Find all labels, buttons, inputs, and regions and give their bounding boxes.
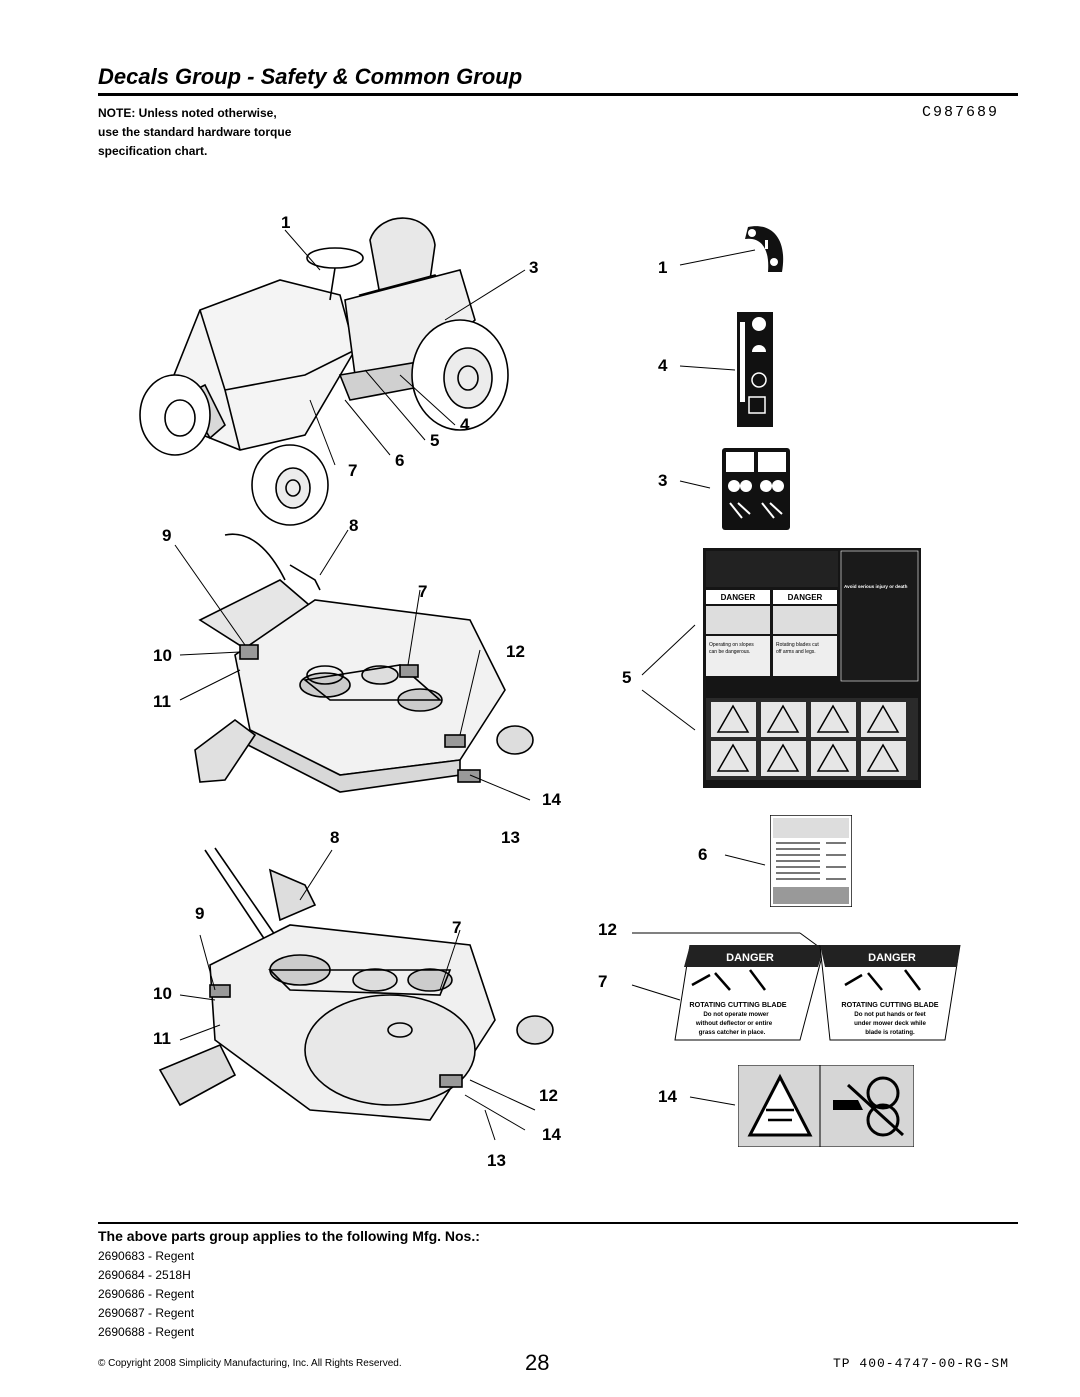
document-code: TP 400-4747-00-RG-SM xyxy=(833,1356,1010,1371)
list-item: 2690688 - Regent xyxy=(98,1325,195,1339)
callout-label: 5 xyxy=(622,668,632,687)
decal-leader-lines xyxy=(631,249,831,1106)
danger-right-line: under mower deck while xyxy=(854,1020,926,1027)
callout-label: 12 xyxy=(539,1086,558,1105)
callout-label: 8 xyxy=(330,828,340,847)
safety-avoid-text: Avoid serious injury or death xyxy=(844,584,908,589)
callout-label: 6 xyxy=(698,845,708,864)
safety-danger-label: DANGER xyxy=(788,593,823,602)
mower-deck-upper-illustration xyxy=(174,529,534,801)
applies-rule xyxy=(98,1222,1018,1224)
list-item: 2690686 - Regent xyxy=(98,1287,195,1301)
danger-left-line: grass catcher in place. xyxy=(699,1029,766,1036)
rotating-blade-danger-decals: DANGER DANGER ROTATING CUTTING BLADE Do … xyxy=(674,945,961,1041)
list-item: 2690687 - Regent xyxy=(98,1306,195,1320)
blade-hazard-decal xyxy=(738,1065,914,1147)
callout-label: 4 xyxy=(658,356,668,375)
deck-info-label-decal xyxy=(770,815,852,907)
callout-label: 1 xyxy=(281,213,291,232)
safety-blades-text: Rotating blades cut xyxy=(776,642,819,648)
fuel-gauge-decal xyxy=(737,312,773,427)
callout-label: 7 xyxy=(348,461,358,480)
callout-label: 8 xyxy=(349,516,359,535)
safety-warning-decal: DANGER DANGER Operating on slopes can be… xyxy=(703,548,921,788)
control-panel-decal xyxy=(722,448,790,530)
callout-label: 4 xyxy=(460,415,470,434)
callout-label: 7 xyxy=(452,918,462,937)
callout-label: 10 xyxy=(153,984,172,1003)
callout-label: 12 xyxy=(506,642,525,661)
applies-heading: The above parts group applies to the fol… xyxy=(98,1228,480,1244)
callout-label: 11 xyxy=(153,1029,171,1048)
tractor-illustration xyxy=(139,217,526,526)
callout-label: 7 xyxy=(598,972,608,991)
page-number: 28 xyxy=(525,1350,550,1375)
callout-label: 10 xyxy=(153,646,172,665)
torque-note: NOTE: Unless noted otherwise, use the st… xyxy=(98,104,291,161)
note-line: specification chart. xyxy=(98,144,208,158)
danger-right-line: blade is rotating. xyxy=(865,1029,915,1036)
diagram-code: C987689 xyxy=(922,104,1000,121)
page-title: Decals Group - Safety & Common Group xyxy=(98,64,523,89)
safety-slope-text: can be dangerous. xyxy=(709,649,750,655)
list-item: 2690683 - Regent xyxy=(98,1249,195,1263)
safety-danger-label: DANGER xyxy=(721,593,756,602)
danger-header: DANGER xyxy=(726,952,774,964)
danger-left-line: without deflector or entire xyxy=(695,1020,773,1027)
callout-label: 9 xyxy=(195,904,205,923)
danger-right-line: Do not put hands or feet xyxy=(854,1011,926,1018)
callout-label: 9 xyxy=(162,526,172,545)
copyright-text: © Copyright 2008 Simplicity Manufacturin… xyxy=(98,1358,402,1369)
callout-label: 3 xyxy=(658,471,668,490)
callout-label: 14 xyxy=(542,790,561,809)
title-rule xyxy=(98,93,1018,96)
callout-label: 6 xyxy=(395,451,405,470)
callout-label: 14 xyxy=(542,1125,561,1144)
ignition-decal xyxy=(745,226,784,272)
callout-label: 14 xyxy=(658,1087,677,1106)
callout-label: 5 xyxy=(430,431,440,450)
danger-right-line: ROTATING CUTTING BLADE xyxy=(841,1000,938,1009)
callout-label: 13 xyxy=(501,828,520,847)
callout-label: 13 xyxy=(487,1151,506,1170)
note-line: NOTE: Unless noted otherwise, xyxy=(98,106,277,120)
callout-label: 1 xyxy=(658,258,668,277)
callout-label: 12 xyxy=(598,920,617,939)
list-item: 2690684 - 2518H xyxy=(98,1268,191,1282)
mfg-number-list: 2690683 - Regent 2690684 - 2518H 2690686… xyxy=(98,1247,194,1342)
safety-blades-text: off arms and legs. xyxy=(776,649,816,655)
callout-label: 3 xyxy=(529,258,539,277)
danger-left-line: ROTATING CUTTING BLADE xyxy=(689,1000,786,1009)
callout-label: 11 xyxy=(153,692,171,711)
safety-slope-text: Operating on slopes xyxy=(709,642,754,648)
callout-label: 7 xyxy=(418,582,428,601)
mower-deck-lower-illustration xyxy=(158,847,554,1141)
note-line: use the standard hardware torque xyxy=(98,125,292,139)
danger-left-line: Do not operate mower xyxy=(703,1011,769,1018)
danger-header: DANGER xyxy=(868,952,916,964)
